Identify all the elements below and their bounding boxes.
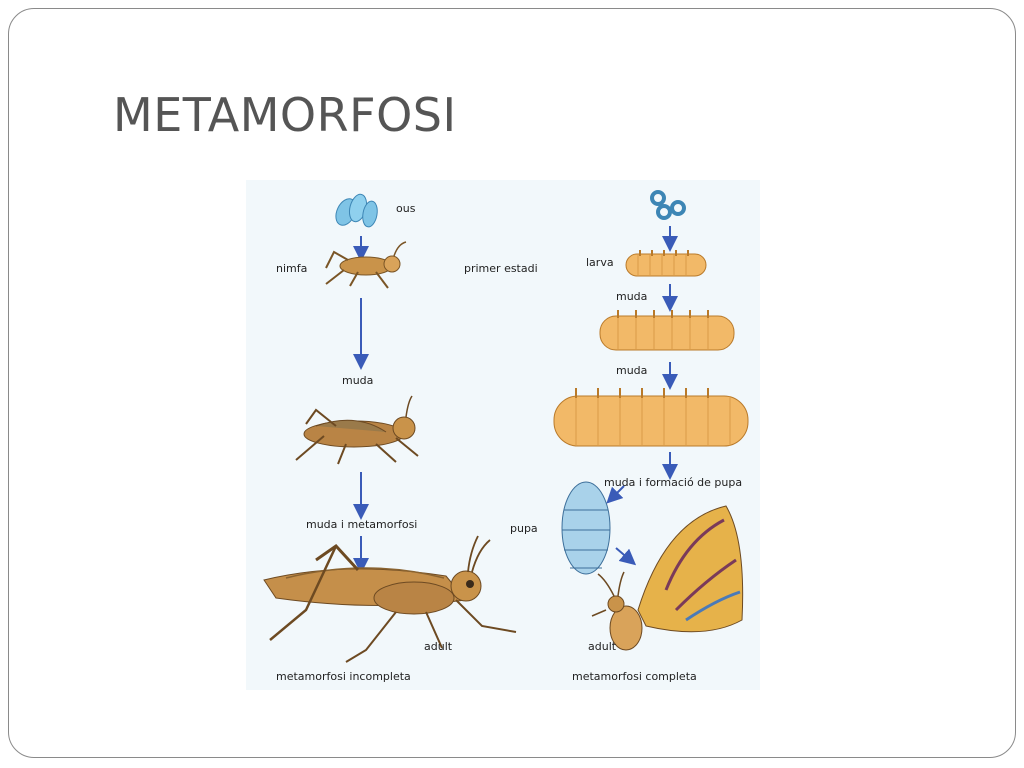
metamorphosis-diagram: ous nimfa primer estadi larva muda muda …: [246, 180, 760, 690]
label-incomplete-metamorphosis: metamorfosi incompleta: [276, 670, 411, 683]
slide-title: METAMORFOSI: [113, 88, 457, 142]
label-first-stage: primer estadi: [464, 262, 538, 275]
label-molt-right-2: muda: [616, 364, 648, 377]
label-complete-metamorphosis: metamorfosi completa: [572, 670, 697, 683]
diagram-artwork: [263, 190, 749, 663]
label-molt-left: muda: [342, 374, 374, 387]
label-adult-left: adult: [424, 640, 453, 653]
label-pupa: pupa: [510, 522, 538, 535]
butterfly-adult: [591, 505, 744, 651]
grasshopper-juvenile: [295, 395, 419, 465]
larva-medium: [599, 310, 735, 351]
larva-small: [625, 250, 707, 277]
label-nymph: nimfa: [276, 262, 308, 275]
label-larva: larva: [586, 256, 614, 269]
grasshopper-nymph: [325, 241, 407, 289]
grasshopper-eggs: [335, 193, 378, 228]
arrow-to-pupa: [606, 485, 625, 504]
butterfly-eggs: [650, 190, 686, 220]
label-molt-right-1: muda: [616, 290, 648, 303]
label-molt-and-metamorphosis: muda i metamorfosi: [306, 518, 418, 531]
grasshopper-adult: [263, 535, 517, 663]
arrow-pupa-to-butterfly: [615, 547, 637, 566]
larva-large: [553, 388, 749, 447]
label-molt-and-pupa-formation: muda i formació de pupa: [604, 476, 743, 489]
pupa: [561, 481, 611, 575]
label-eggs-left: ous: [396, 202, 416, 215]
label-adult-right: adult: [588, 640, 617, 653]
